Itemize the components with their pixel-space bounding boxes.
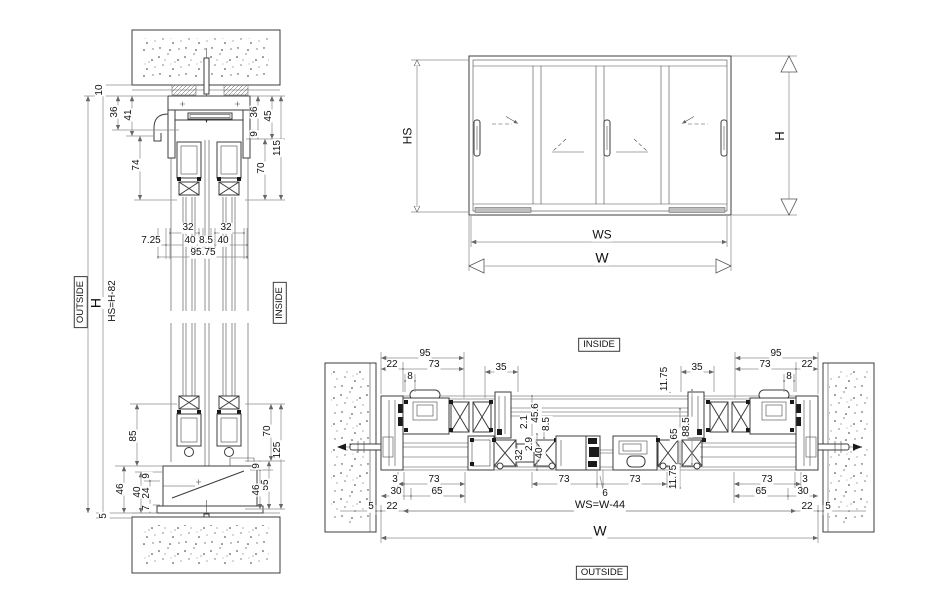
dim-label: 10 [93, 83, 106, 97]
sash-left-column [176, 141, 202, 457]
dim-label: 65 [430, 485, 444, 498]
dim-label: 65 [668, 427, 681, 441]
dim-label: 9 [248, 130, 261, 138]
dim-label: 73 [557, 473, 571, 486]
dim-label: 73 [427, 358, 441, 371]
dim-label: 8.5 [540, 416, 553, 432]
dim-label: 8 [785, 370, 793, 383]
dim-label: 22 [385, 500, 399, 513]
upper-sash-left [402, 389, 512, 439]
dim-label: 45 [262, 109, 275, 123]
dim-label: 40 [183, 234, 197, 247]
dim-label: 65 [754, 485, 768, 498]
dim-label: 88.5 [680, 416, 693, 438]
jamb-right [794, 395, 819, 471]
dim-label: 7.25 [140, 234, 162, 247]
dim-label: 8 [406, 370, 414, 383]
inside-label-vertical-section: INSIDE [272, 282, 288, 324]
dim-label: 85 [127, 429, 140, 443]
dim-label: 22 [385, 358, 399, 371]
sill-profile [156, 457, 264, 514]
frame-tracks [170, 140, 249, 466]
dim-label: 32 [219, 221, 233, 234]
slide-direction-arrows [492, 116, 708, 153]
dim-label: H [87, 296, 104, 310]
dim-label: 35 [690, 361, 704, 374]
dim-label: 22 [800, 500, 814, 513]
dim-label: 74 [130, 158, 143, 172]
dim-label: 115 [271, 139, 284, 157]
dim-label: HS [400, 126, 415, 146]
dim-label: 11.75 [667, 463, 680, 491]
dim-label: WS [591, 227, 613, 242]
dim-label: 55 [259, 478, 272, 492]
dim-label: 45.6 [529, 402, 542, 424]
dim-label: 95 [418, 347, 432, 360]
dim-label: 8.5 [198, 234, 214, 247]
dim-label: 73 [628, 473, 642, 486]
dim-label: W [594, 249, 610, 266]
dim-label: 36 [248, 105, 261, 119]
elevation-dim-lines [411, 55, 798, 274]
dim-label: 11.75 [658, 365, 671, 393]
dim-label: H [772, 130, 788, 142]
dim-label: 41 [122, 108, 135, 122]
dim-label: 73 [760, 473, 774, 486]
dim-label: 46 [250, 483, 263, 497]
dim-label: 24 [140, 486, 153, 500]
dim-label: 7 [140, 504, 153, 512]
dim-label: 40 [216, 234, 230, 247]
dim-label: 40 [533, 446, 546, 460]
dim-label: W [592, 522, 608, 539]
dim-label: 5 [97, 512, 110, 520]
dim-label: 32 [513, 448, 526, 462]
dim-label: 6 [601, 487, 609, 500]
dim-label: 35 [494, 361, 508, 374]
lower-sash-right [612, 435, 706, 471]
sash-right-column [216, 141, 242, 457]
dim-label: 95 [769, 347, 783, 360]
dim-label: 2.1 [518, 414, 531, 430]
dim-label: 3 [391, 473, 399, 486]
dim-label: 9 [140, 472, 153, 480]
outside-label-vertical-section: OUTSIDE [73, 275, 89, 329]
dim-label: 95.75 [189, 246, 217, 259]
dim-label: 5 [824, 500, 832, 513]
dim-label: 36 [108, 105, 121, 119]
elevation-view [411, 55, 798, 274]
dim-label: 32 [181, 221, 195, 234]
dim-label: 70 [255, 161, 268, 175]
dim-label: 30 [796, 485, 810, 498]
dim-label: 46 [114, 482, 127, 496]
dim-label: 30 [389, 485, 403, 498]
dim-label: WS=W-44 [573, 499, 627, 512]
dim-label: 3 [801, 473, 809, 486]
vertical-section [84, 29, 285, 574]
meeting-stile [585, 435, 613, 471]
upper-sash-right [687, 389, 797, 439]
elevation-handles [473, 119, 728, 157]
dim-label: HS=H-82 [106, 279, 119, 323]
dim-label: 125 [271, 440, 284, 460]
outside-label-horizontal-section: OUTSIDE [575, 565, 629, 581]
jamb-left [380, 395, 405, 471]
elevation-frame [468, 55, 732, 216]
head-frame-profile [153, 95, 251, 159]
dim-label: 73 [758, 358, 772, 371]
inside-label-horizontal-section: INSIDE [578, 337, 620, 353]
dim-label: 5 [367, 500, 375, 513]
wall-bottom [131, 512, 281, 574]
dim-label: 22 [800, 358, 814, 371]
dim-label: 9 [250, 462, 263, 470]
dim-label: 73 [427, 473, 441, 486]
dim-label: 70 [261, 424, 274, 438]
